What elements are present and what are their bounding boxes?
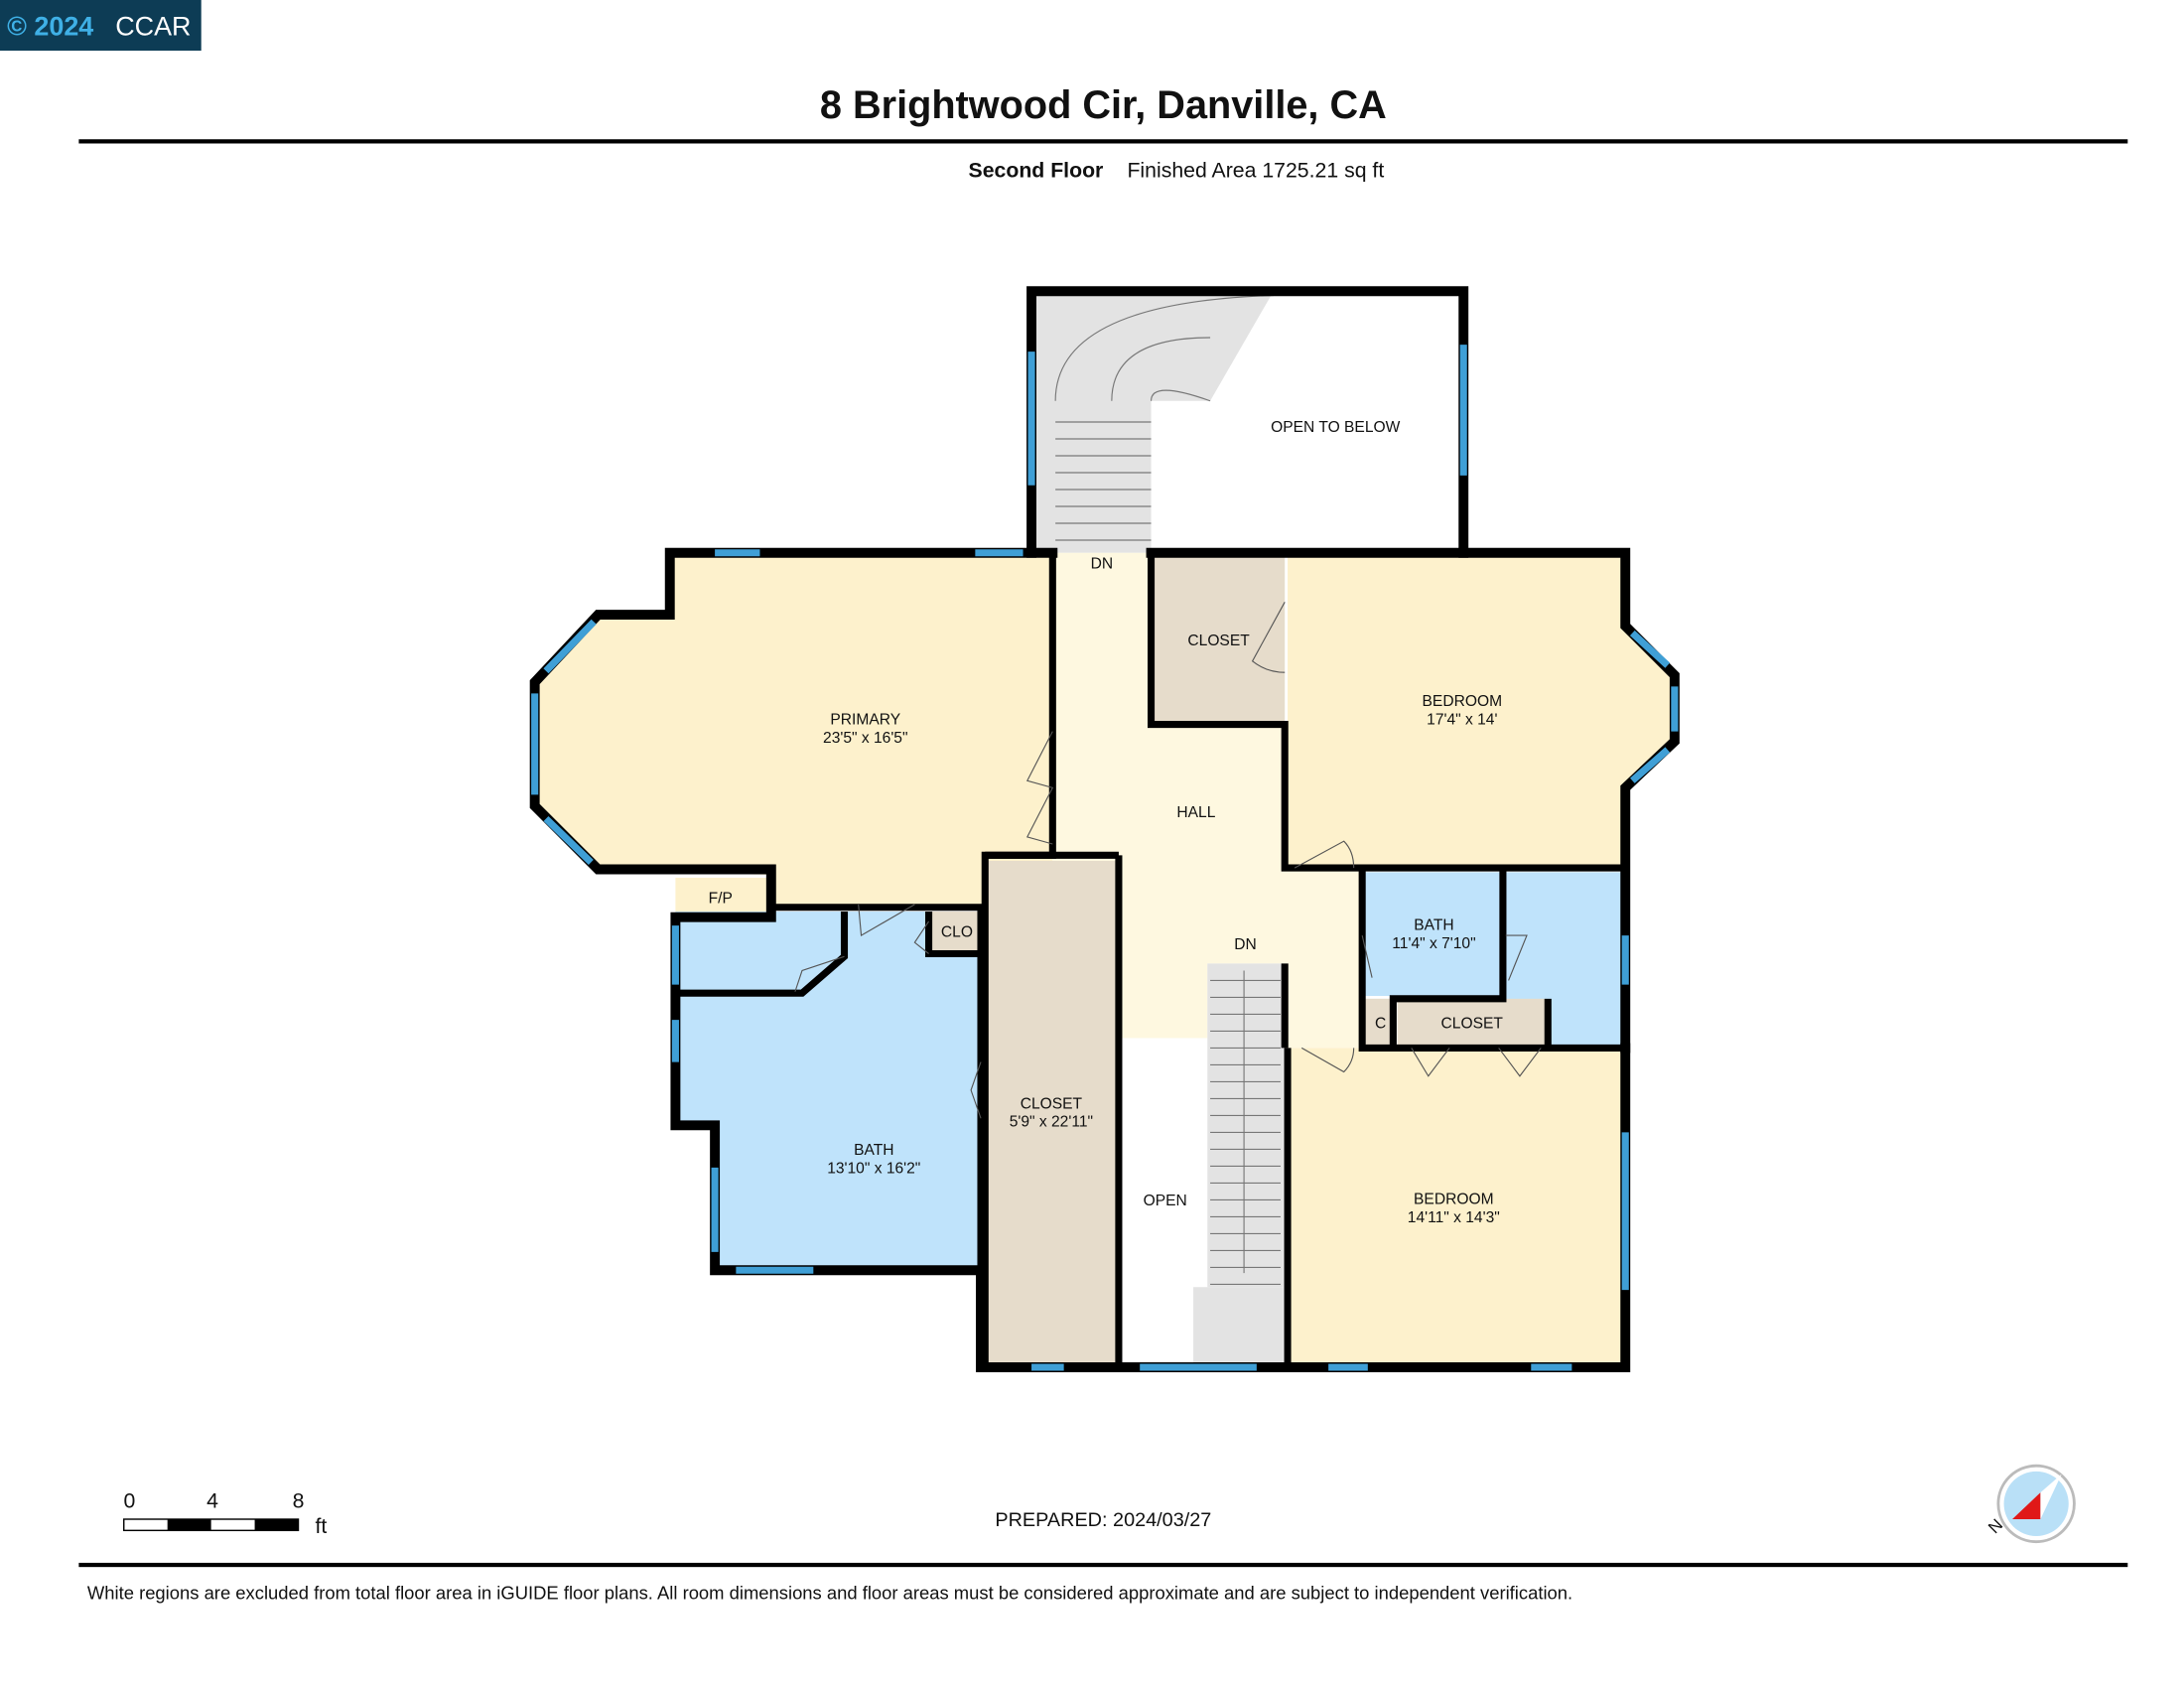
primary-bath <box>675 912 982 1271</box>
open-label: OPEN <box>1144 1193 1187 1209</box>
stairs-mid <box>1207 963 1284 1288</box>
stair-area-top <box>1031 291 1274 553</box>
hall <box>1052 552 1363 1049</box>
fireplace <box>675 878 768 917</box>
walls <box>529 286 1680 1372</box>
bedroom-ne <box>1288 552 1675 869</box>
fp-label: F/P <box>709 891 733 908</box>
c-closet <box>1365 998 1394 1049</box>
top-closet <box>1151 552 1286 725</box>
bedroom-se-label: BEDROOM <box>1414 1192 1494 1208</box>
spiral-stair <box>1054 294 1274 402</box>
hall-bath-label: BATH <box>1414 916 1453 933</box>
prepared-date: PREPARED: 2024/03/27 <box>995 1509 1211 1531</box>
floor-name: Second Floor <box>969 159 1104 183</box>
room-fills <box>534 291 1675 1367</box>
walkin-closet <box>985 861 1119 1365</box>
dn-mid-label: DN <box>1234 936 1257 953</box>
bedroom-ne-label: BEDROOM <box>1423 693 1503 710</box>
copyright-badge: © 2024 CCAR <box>0 0 202 51</box>
stair-landing <box>1193 1287 1284 1365</box>
room-labels: OPEN TO BELOW DN CLOSET PRIMARY 23'5" x … <box>709 419 1504 1226</box>
bedroom-se-dims: 14'11" x 14'3" <box>1408 1209 1500 1226</box>
badge-org: CCAR <box>115 11 191 41</box>
finished-area: Finished Area 1725.21 sq ft <box>1127 159 1384 183</box>
primary-bath-dims: 13'10" x 16'2" <box>827 1161 920 1178</box>
primary-label: PRIMARY <box>830 712 900 729</box>
clo-label: CLO <box>941 924 973 941</box>
hall-label: HALL <box>1176 804 1215 821</box>
scale-tick-0: 0 <box>123 1489 135 1513</box>
clo-closet <box>928 912 982 954</box>
hall-bath <box>1365 872 1501 996</box>
top-closet-label: CLOSET <box>1187 633 1250 649</box>
footer-divider <box>78 1562 2128 1568</box>
scale-bar: 0 4 8 ft <box>123 1489 327 1538</box>
scale-tick-8: 8 <box>293 1489 305 1513</box>
small-closet <box>1397 998 1549 1049</box>
walkin-closet-dims: 5'9" x 22'11" <box>1010 1114 1093 1131</box>
c-closet-label: C <box>1375 1016 1386 1033</box>
walkin-closet-label: CLOSET <box>1021 1095 1083 1112</box>
bedroom-se <box>1289 1048 1623 1367</box>
page-title: 8 Brightwood Cir, Danville, CA <box>820 83 1387 127</box>
primary-bath-label: BATH <box>854 1142 893 1159</box>
badge-year: © 2024 <box>7 11 93 41</box>
staircase-lines <box>1055 421 1281 1285</box>
compass-icon: N <box>1984 1464 2076 1544</box>
disclaimer: White regions are excluded from total fl… <box>87 1583 1572 1604</box>
primary-dims: 23'5" x 16'5" <box>823 730 907 747</box>
windows <box>531 345 1679 1371</box>
bedroom-ne-dims: 17'4" x 14' <box>1427 712 1497 729</box>
header-divider <box>78 139 2128 144</box>
dn-top-label: DN <box>1091 555 1114 572</box>
scale-tick-4: 4 <box>206 1489 218 1513</box>
open-to-below-label: OPEN TO BELOW <box>1271 419 1400 436</box>
scale-unit: ft <box>316 1514 328 1538</box>
small-closet-label: CLOSET <box>1441 1016 1504 1033</box>
door-swings <box>794 602 1542 1119</box>
primary-room <box>534 552 1053 905</box>
hall-bath-dims: 11'4" x 7'10" <box>1392 935 1475 952</box>
